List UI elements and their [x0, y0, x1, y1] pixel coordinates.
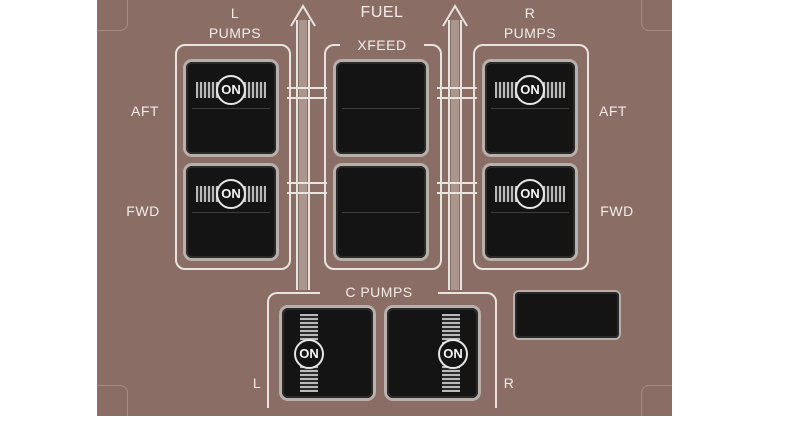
switch-divider	[192, 108, 270, 109]
center-pumps-right-label: R	[503, 375, 515, 391]
switch-divider	[342, 108, 420, 109]
blank-annunciator	[515, 292, 619, 338]
switch-divider	[342, 212, 420, 213]
center-pumps-left-label: L	[252, 375, 262, 391]
right-fwd-pump-switch[interactable]: ON	[485, 166, 575, 258]
left-pumps-bracket	[175, 44, 291, 270]
fuel-panel: FUEL L PUMPS R PUMPS XFEED C PUMPS AFT F…	[97, 0, 672, 416]
switch-divider	[491, 108, 569, 109]
center-pumps-label: C PUMPS	[320, 285, 438, 299]
xfeed-aft-switch[interactable]	[336, 62, 426, 154]
panel-corner-top-left	[97, 0, 128, 31]
fuel-title: FUEL	[360, 4, 404, 21]
left-fwd-pump-switch[interactable]: ON	[186, 166, 276, 258]
on-indicator: ON	[515, 179, 545, 209]
right-pumps-bracket	[473, 44, 589, 270]
switch-divider	[491, 212, 569, 213]
right-pumps-label-r: R	[524, 5, 536, 21]
on-indicator: ON	[294, 339, 324, 369]
right-pumps-label: PUMPS	[503, 25, 557, 41]
xfeed-fwd-switch[interactable]	[336, 166, 426, 258]
fwd-right-label: FWD	[600, 203, 634, 219]
aft-left-label: AFT	[131, 103, 159, 119]
panel-corner-bottom-left	[97, 385, 128, 416]
left-pumps-label-l: L	[230, 5, 240, 21]
panel-corner-bottom-right	[641, 385, 672, 416]
left-pumps-label: PUMPS	[208, 25, 262, 41]
switch-divider	[192, 212, 270, 213]
on-indicator: ON	[216, 179, 246, 209]
right-aft-pump-switch[interactable]: ON	[485, 62, 575, 154]
center-right-pump-switch[interactable]: ON	[387, 308, 478, 398]
fuel-flow-lines	[287, 4, 477, 290]
xfeed-label: XFEED	[340, 38, 424, 52]
on-indicator: ON	[438, 339, 468, 369]
center-left-pump-switch[interactable]: ON	[282, 308, 373, 398]
aft-right-label: AFT	[599, 103, 627, 119]
left-aft-pump-switch[interactable]: ON	[186, 62, 276, 154]
panel-corner-top-right	[641, 0, 672, 31]
on-indicator: ON	[216, 75, 246, 105]
fwd-left-label: FWD	[126, 203, 160, 219]
on-indicator: ON	[515, 75, 545, 105]
